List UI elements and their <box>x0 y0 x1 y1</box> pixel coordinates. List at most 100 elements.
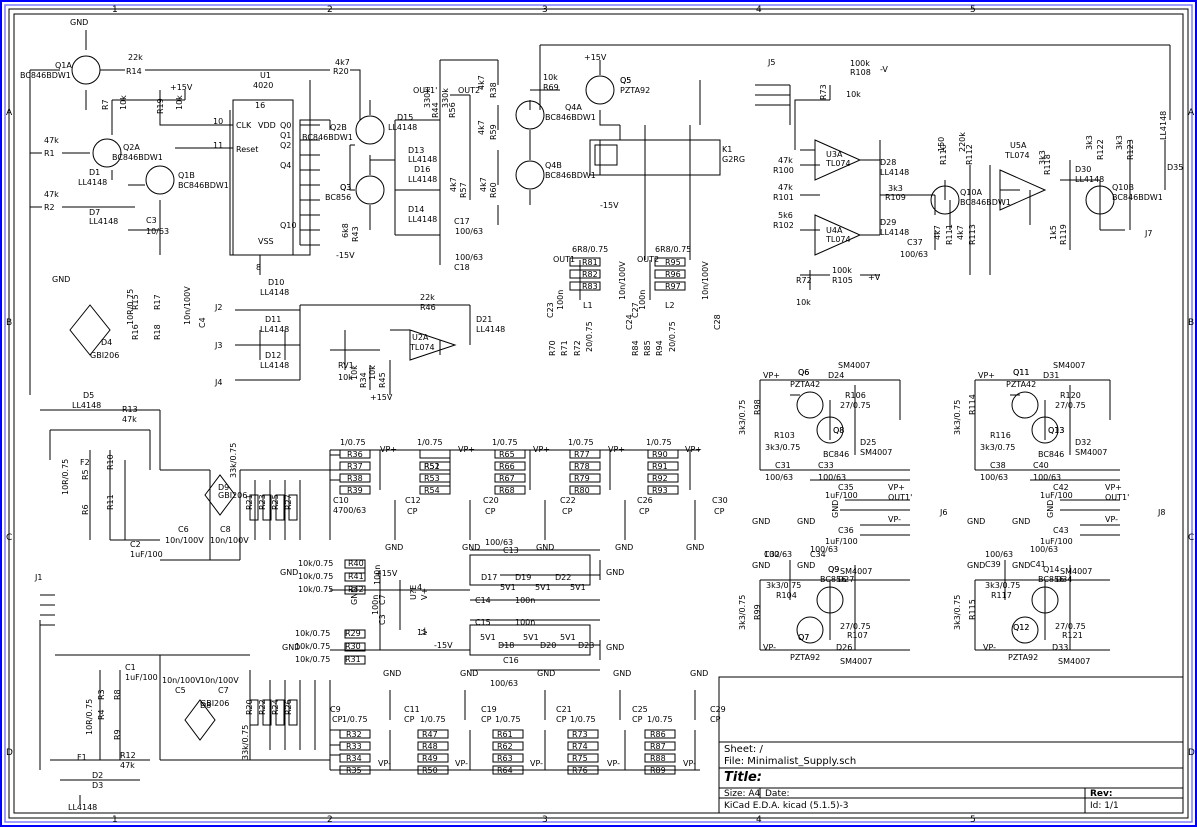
label-r122: R122 <box>1096 139 1105 160</box>
label-d13-part: LL4148 <box>408 155 437 164</box>
label-q7: Q7 <box>798 633 809 642</box>
label-r54: R54 <box>424 486 440 495</box>
label-r34b: R34 <box>346 754 362 763</box>
border-row-A-left: A <box>6 108 13 118</box>
label-q2b: Q2B <box>330 123 347 132</box>
label-q4b-part: BC846BDW1 <box>545 171 596 180</box>
label-q2: Q2 <box>280 141 291 150</box>
label-r98-val: 3k3/0.75 <box>738 400 747 435</box>
label-r79: R79 <box>574 474 590 483</box>
label-d17-part: 5V1 <box>500 583 516 592</box>
label-q9-part: BC856 <box>820 575 846 584</box>
label-r68: R68 <box>499 486 515 495</box>
label-r70-grp: 20/0.75 <box>585 321 594 352</box>
title-id: Id: 1/1 <box>1090 801 1119 811</box>
label-d24: D24 <box>828 371 844 380</box>
label-u2a: U2A <box>412 333 429 342</box>
label-gnd-c32: GND <box>752 561 770 570</box>
label-d28-part: LL4148 <box>880 168 909 177</box>
label-r46: R46 <box>420 303 436 312</box>
label-r37: R37 <box>347 462 363 471</box>
label-d22-part: 5V1 <box>570 583 586 592</box>
label-r74: R74 <box>572 742 588 751</box>
label-r44: R44 <box>431 102 440 118</box>
label-r88: R88 <box>650 754 666 763</box>
label-grp9: 1/0.75 <box>570 715 596 724</box>
label-r100: R100 <box>773 166 794 175</box>
label-r113: R113 <box>968 224 977 245</box>
title-date: Date: <box>765 789 790 799</box>
label-r3: R3 <box>97 689 106 700</box>
label-d1: D1 <box>89 168 100 177</box>
label-c3-val: 10/63 <box>146 227 169 236</box>
label-r112-val: 220k <box>958 132 967 152</box>
label-r122-val: 3k3 <box>1085 135 1094 150</box>
label-c3b-val: 100n <box>371 595 380 615</box>
label-r105: R105 <box>832 276 853 285</box>
label-gnd-c21: GND <box>537 669 555 678</box>
label-q11-part: PZTA42 <box>1006 380 1036 389</box>
label-r16-val: 10R/0.75 <box>126 289 135 325</box>
label-q3: Q3 <box>340 183 351 192</box>
label-r78: R78 <box>574 462 590 471</box>
label-c43: C43 <box>1053 526 1069 535</box>
title-rev: Rev: <box>1090 789 1113 799</box>
label-u1pe: U?E <box>409 585 418 600</box>
label-k1: K1 <box>722 145 732 154</box>
label-r81-grp: 6R8/0.75 <box>572 245 608 254</box>
label-r4-grp: 10R/0.75 <box>85 699 94 735</box>
label-gnd-r29: GND <box>282 643 300 652</box>
label-r111: R111 <box>945 224 954 245</box>
label-q1b: Q1B <box>178 171 195 180</box>
label-q1b-part: BC846BDW1 <box>178 181 229 190</box>
label-p15v-u2: +15V <box>370 393 393 402</box>
label-vp1: VP+ <box>380 445 397 454</box>
label-r114: R114 <box>968 394 977 415</box>
label-c6: C6 <box>178 525 189 534</box>
label-d22: D22 <box>555 573 571 582</box>
label-gnd-d22: GND <box>606 568 624 577</box>
label-rv1: RV1 <box>338 361 354 370</box>
label-c5: C5 <box>175 686 186 695</box>
label-j4: J4 <box>214 378 222 387</box>
label-gnd-c31: GND <box>752 517 770 526</box>
label-d21-part: LL4148 <box>476 325 505 334</box>
label-r48: R48 <box>422 742 438 751</box>
title-sheet: Sheet: / <box>724 744 763 755</box>
label-r109: R109 <box>885 193 906 202</box>
label-c6-val: 10n/100V <box>165 536 204 545</box>
label-r30: R30 <box>345 642 361 651</box>
label-r115: R115 <box>968 599 977 620</box>
title-title: Title: <box>724 770 762 785</box>
label-d11: D11 <box>265 315 281 324</box>
label-gnd-c20: GND <box>462 543 480 552</box>
label-mv: -V <box>880 65 888 74</box>
border-row-A-right: A <box>1188 108 1195 118</box>
label-r1: R1 <box>44 149 55 158</box>
label-j3: J3 <box>214 341 222 350</box>
label-d32: D32 <box>1075 438 1091 447</box>
label-r5-grp: 10R/0.75 <box>61 459 70 495</box>
label-c2: C2 <box>130 540 141 549</box>
label-j6-out: OUT1' <box>888 493 912 502</box>
label-gnd-c39: GND <box>967 561 985 570</box>
label-c25: C25 <box>632 705 648 714</box>
label-r30-val: 10k/0.75 <box>295 642 330 651</box>
border-row-D-left: D <box>6 748 13 758</box>
label-c10: C10 <box>333 496 349 505</box>
label-q11: Q11 <box>1013 368 1029 377</box>
label-d21: D21 <box>476 315 492 324</box>
label-q5-part: PZTA92 <box>620 86 650 95</box>
label-r98: R98 <box>753 399 762 415</box>
label-r90: R90 <box>652 450 668 459</box>
label-c29-val: CP <box>710 715 721 724</box>
label-u1-part: 4020 <box>253 81 273 90</box>
label-c1: C1 <box>125 663 136 672</box>
label-r81: R81 <box>582 258 598 267</box>
label-r93: R93 <box>652 486 668 495</box>
label-r86: R86 <box>650 730 666 739</box>
label-j5: J5 <box>767 58 775 67</box>
label-r17: R17 <box>153 294 162 310</box>
label-c3: C3 <box>146 216 157 225</box>
